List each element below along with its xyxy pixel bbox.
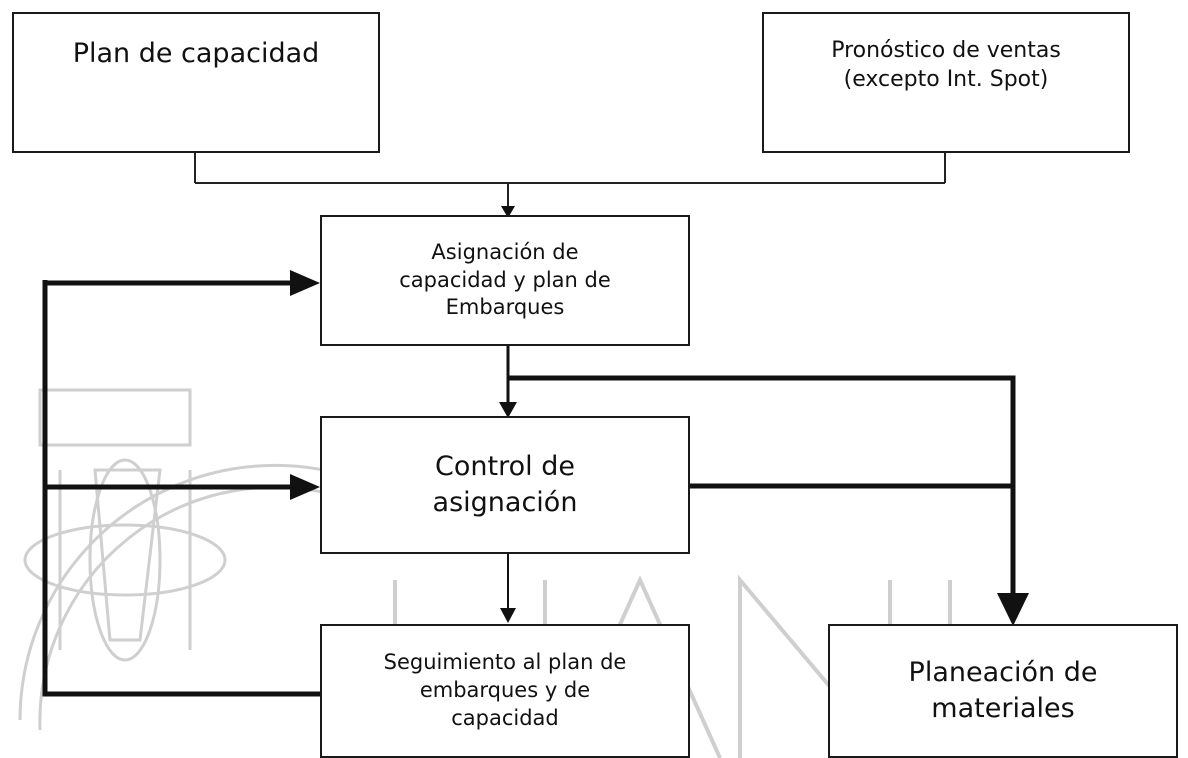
arrowhead-feedback-asignacion (290, 270, 320, 296)
box-plan-capacidad: Plan de capacidad (12, 12, 380, 153)
box-pronostico-ventas: Pronóstico de ventas (excepto Int. Spot) (762, 12, 1130, 153)
box-planeacion-materiales: Planeación de materiales (828, 624, 1178, 758)
box-control-asignacion-label: Control de asignación (432, 451, 578, 518)
box-asignacion: Asignación de capacidad y plan de Embarq… (320, 215, 690, 346)
box-control-asignacion: Control de asignación (320, 416, 690, 554)
feedback-loop (42, 280, 320, 697)
arrowhead-to-seguimiento (500, 608, 516, 623)
arrowhead-to-planeacion (997, 593, 1029, 626)
box-seguimiento-label: Seguimiento al plan de embarques y de ca… (383, 650, 627, 730)
box-seguimiento: Seguimiento al plan de embarques y de ca… (320, 624, 690, 758)
arrowhead-feedback-control (290, 474, 320, 500)
arrowhead-to-asignacion (501, 206, 515, 218)
box-asignacion-label: Asignación de capacidad y plan de Embarq… (399, 239, 611, 320)
path-asignacion-to-planeacion (508, 375, 1016, 598)
box-planeacion-materiales-label: Planeación de materiales (908, 657, 1098, 724)
box-pronostico-ventas-label: Pronóstico de ventas (excepto Int. Spot) (831, 38, 1061, 93)
arrowhead-to-control (499, 402, 517, 418)
merge-connector (194, 153, 946, 184)
box-plan-capacidad-label: Plan de capacidad (72, 38, 320, 69)
